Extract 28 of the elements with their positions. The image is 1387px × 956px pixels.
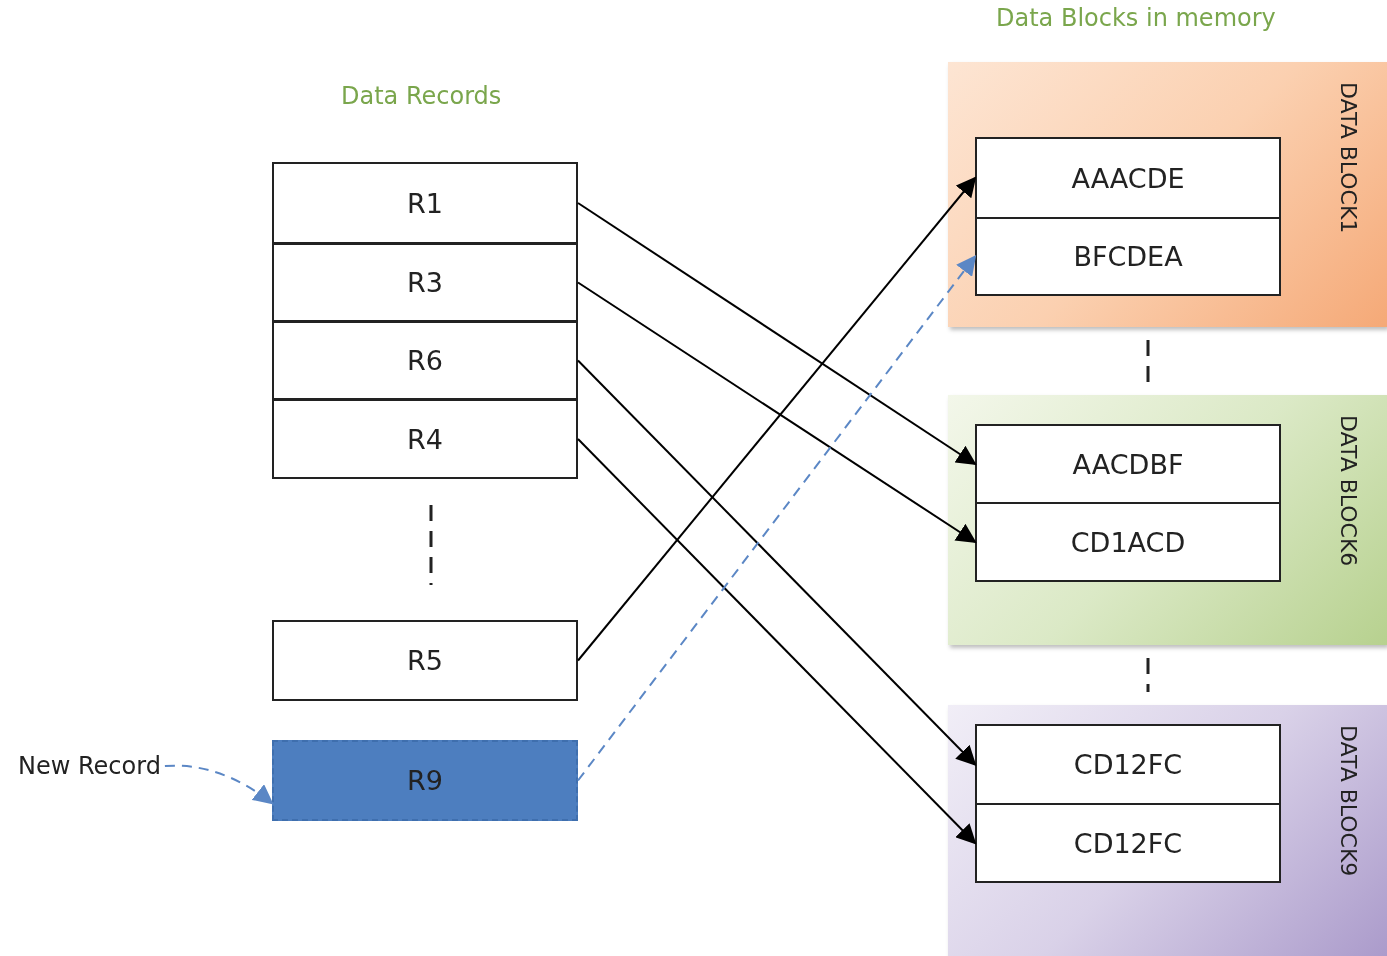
memory-block-panel [948, 62, 1387, 327]
arrow [577, 281, 977, 544]
record-box: R4 [272, 399, 578, 479]
record-box: R3 [272, 243, 578, 322]
arrow [577, 359, 977, 766]
data-cell: AAACDE [975, 137, 1281, 219]
arrow [163, 764, 274, 805]
block-title: DATA BLOCK1 [1336, 82, 1361, 234]
section-heading: Data Blocks in memory [996, 4, 1276, 32]
section-heading: Data Records [341, 82, 502, 110]
data-cell: CD12FC [975, 803, 1281, 883]
memory-block-panel [948, 705, 1387, 956]
data-cell: BFCDEA [975, 217, 1281, 296]
record-box: R1 [272, 162, 578, 244]
data-cell: AACDBF [975, 424, 1281, 504]
record-box: R6 [272, 321, 578, 400]
data-cell: CD12FC [975, 724, 1281, 805]
arrow [577, 202, 977, 466]
arrow [577, 176, 977, 662]
new-record-box: R9 [272, 740, 578, 821]
block-title: DATA BLOCK9 [1336, 725, 1361, 877]
memory-block-panel [948, 395, 1387, 645]
arrow [577, 254, 977, 782]
arrow [577, 438, 977, 845]
data-cell: CD1ACD [975, 502, 1281, 582]
callout-text: New Record [18, 752, 161, 780]
record-box: R5 [272, 620, 578, 701]
block-title: DATA BLOCK6 [1336, 415, 1361, 567]
